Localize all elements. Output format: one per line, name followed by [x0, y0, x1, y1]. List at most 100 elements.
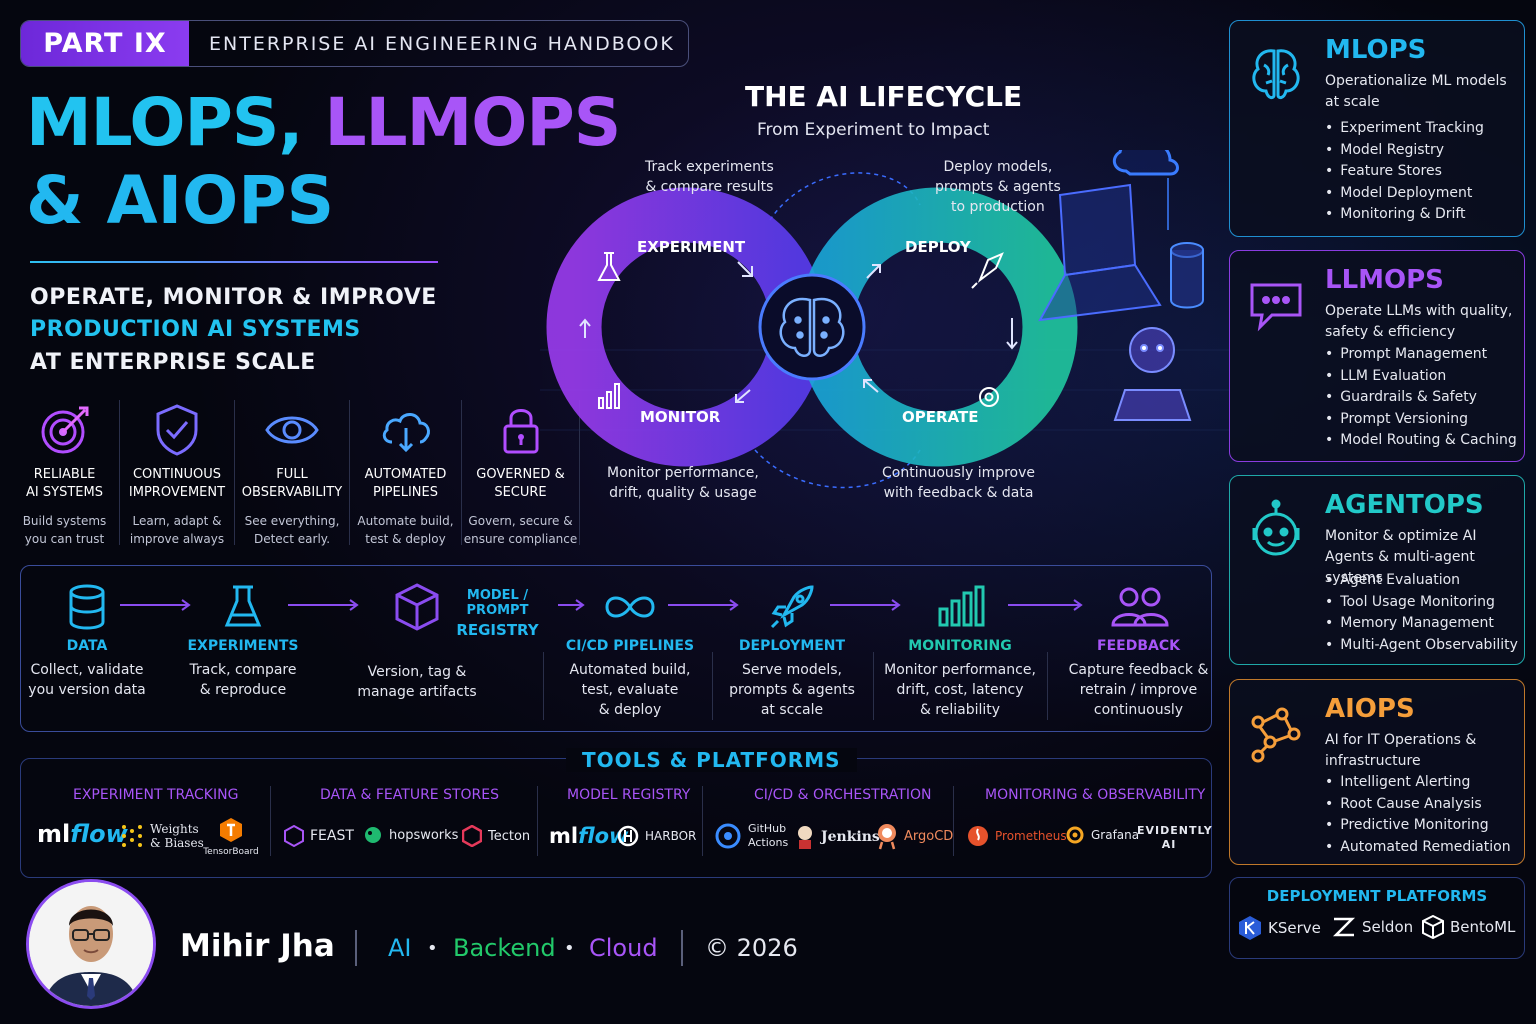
- tecton-icon: [462, 825, 482, 847]
- arrow-left-up: [579, 318, 591, 338]
- handbook-tag: PART IX ENTERPRISE AI ENGINEERING HANDBO…: [20, 20, 689, 67]
- robot-icon: [1252, 499, 1300, 556]
- grafana-icon: [1066, 826, 1084, 844]
- harbor-icon: [617, 825, 639, 847]
- flask-icon: [597, 252, 621, 281]
- pipeline-panel: [20, 565, 1212, 732]
- flask-icon: [224, 585, 262, 627]
- mlops-desc: Operationalize ML models at scale: [1325, 73, 1507, 110]
- dot-separator: •: [427, 938, 438, 959]
- kserve-logo: KServe: [1238, 915, 1321, 941]
- prometheus-icon: [968, 826, 988, 846]
- card-agentops: AGENTOPS Monitor & optimize AI Agents & …: [1229, 475, 1525, 665]
- lifecycle-subtitle: From Experiment to Impact: [757, 120, 990, 140]
- cube-icon: [395, 583, 439, 631]
- title-aiops: & AIOPS: [26, 162, 335, 239]
- aiops-desc: AI for IT Operations & infrastructure: [1325, 732, 1477, 769]
- laptop-icon: [1038, 183, 1162, 322]
- copyright: © 2026: [705, 934, 798, 962]
- tensorboard-logo: TensorBoard: [203, 817, 259, 857]
- pipeline-arrow: [830, 599, 901, 611]
- users-icon: [1110, 587, 1169, 627]
- bottom-dashed-arc: [754, 449, 921, 489]
- target-icon: [41, 406, 88, 454]
- card-aiops: AIOPS AI for IT Operations & infrastruct…: [1229, 679, 1525, 865]
- title-llmops: LLMOPS: [324, 84, 621, 161]
- feast-icon: [284, 825, 304, 847]
- seldon-logo: Seldon: [1330, 915, 1413, 939]
- pipeline-step-cicd: CI/CD PIPELINES Automated build,test, ev…: [560, 578, 700, 720]
- llmops-title: LLMOPS: [1325, 265, 1444, 295]
- chat-bubble-icon: [1250, 283, 1302, 332]
- feast-logo: FEAST: [284, 825, 354, 847]
- cloud-icon: [1112, 150, 1179, 176]
- jenkins-icon: [798, 826, 812, 849]
- label-monitor: MONITOR: [640, 408, 721, 426]
- pillar-governed: GOVERNED &SECURE Govern, secure &ensure …: [462, 400, 580, 546]
- bentoml-logo: BentoML: [1422, 915, 1515, 939]
- pipeline-arrow: [120, 599, 191, 611]
- tools-panel: [20, 758, 1212, 878]
- deployment-platforms-title: DEPLOYMENT PLATFORMS: [1266, 887, 1488, 905]
- cat-model-registry: MODEL REGISTRY: [567, 787, 691, 803]
- grafana-logo: Grafana: [1065, 825, 1139, 845]
- pipeline-arrow: [288, 599, 359, 611]
- card-llmops: LLMOPS Operate LLMs with quality, safety…: [1229, 250, 1525, 462]
- prometheus-logo: Prometheus: [967, 825, 1067, 847]
- argocd-icon: [878, 824, 896, 850]
- avatar: [26, 879, 156, 1009]
- cat-cicd: CI/CD & ORCHESTRATION: [754, 787, 932, 803]
- llmops-list: Prompt Management LLM Evaluation Guardra…: [1325, 344, 1517, 452]
- label-experiment: EXPERIMENT: [637, 238, 746, 256]
- note-monitor: Monitor performance,drift, quality & usa…: [607, 465, 759, 501]
- part-label: PART IX: [21, 21, 189, 66]
- database-icon: [1170, 242, 1204, 309]
- wandb-logo: Weights& Biases: [120, 822, 204, 850]
- robot-icon: [1113, 327, 1192, 421]
- cloud-download-icon: [382, 413, 430, 453]
- pipeline-step-deployment: DEPLOYMENT Serve models,prompts & agents…: [722, 578, 862, 720]
- mlops-title: MLOPS: [1325, 35, 1427, 65]
- tools-title: TOOLS & PLATFORMS: [566, 748, 857, 772]
- lifecycle-title: THE AI LIFECYCLE: [745, 80, 1023, 113]
- seldon-icon: [1332, 917, 1356, 937]
- handbook-title: ENTERPRISE AI ENGINEERING HANDBOOK: [209, 32, 675, 55]
- infinity-icon: [605, 596, 655, 618]
- pipeline-arrow: [1008, 599, 1083, 611]
- bar-chart-icon: [938, 585, 985, 627]
- network-nodes-icon: [1251, 707, 1301, 763]
- wandb-dots-icon: [122, 825, 142, 847]
- top-dashed-arc: [769, 172, 921, 221]
- agentops-title: AGENTOPS: [1325, 490, 1484, 520]
- pipeline-step-monitoring: MONITORING Monitor performance,drift, co…: [884, 578, 1036, 720]
- mlflow-logo: mlflow: [37, 820, 128, 848]
- shield-check-icon: [156, 404, 198, 456]
- cat-monitoring: MONITORING & OBSERVABILITY: [985, 787, 1206, 803]
- arrow-right-down: [1006, 318, 1018, 350]
- hopsworks-icon: [365, 827, 381, 843]
- kserve-icon: [1239, 916, 1261, 940]
- eye-icon: [265, 416, 319, 444]
- rocket-icon: [971, 252, 1004, 289]
- deployment-platforms-panel: [1229, 877, 1525, 959]
- keyword-backend: Backend: [453, 934, 556, 962]
- center-circle: [758, 273, 866, 381]
- cat-data-feature-stores: DATA & FEATURE STORES: [320, 787, 500, 803]
- infinity-loop-diagram: [540, 150, 1230, 489]
- mlflow-registry-logo: mlflow: [549, 824, 629, 848]
- brain-icon: [1252, 49, 1300, 100]
- card-mlops: MLOPS Operationalize ML models at scale …: [1229, 20, 1525, 237]
- note-track: Track experiments& compare results: [645, 159, 774, 195]
- keyword-cloud: Cloud: [589, 934, 658, 962]
- dot-separator: •: [564, 938, 575, 959]
- arrow-monitor: [735, 389, 751, 403]
